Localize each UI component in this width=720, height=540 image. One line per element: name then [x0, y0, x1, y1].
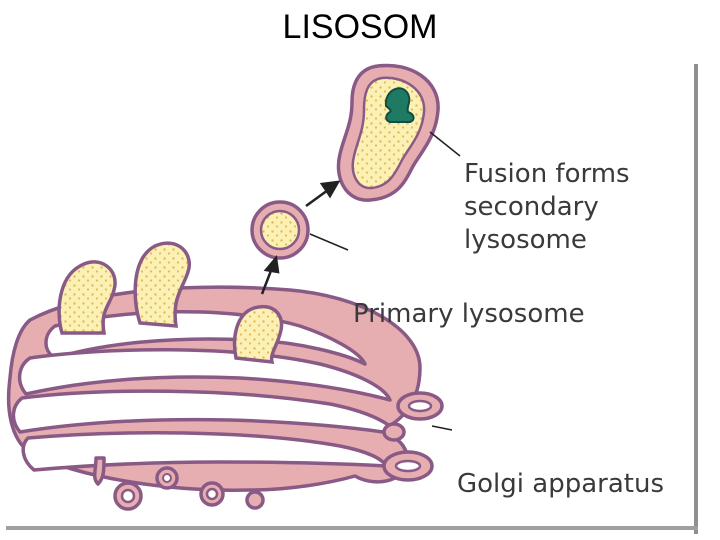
arrow-primary-to-secondary-head — [319, 180, 341, 199]
golgi-ring-right-top-hole — [407, 399, 433, 413]
label-golgi-text: Golgi apparatus — [457, 469, 664, 499]
arrows — [260, 180, 341, 295]
golgi-small-vesicle — [382, 422, 406, 442]
leader-primary — [309, 233, 349, 251]
bud-vesicle-3 — [232, 304, 284, 365]
label-golgi-apparatus: Golgi apparatus — [457, 468, 664, 501]
label-fusion-line-3: lysosome — [464, 225, 587, 255]
label-fusion-line-2: secondary — [464, 192, 599, 222]
vesicle-bottom-3-lumen — [205, 487, 219, 501]
slide-title: LISOSOM — [282, 8, 438, 46]
cisterna-3 — [11, 389, 398, 436]
primary-lysosome-enzymes — [259, 209, 301, 251]
leader-golgi — [431, 425, 453, 431]
diagram-svg — [6, 63, 698, 534]
vesicle-bottom-2-lumen — [162, 473, 172, 483]
label-primary-lysosome: Primary lysosome — [353, 298, 585, 331]
arrow-bud-to-primary-head — [263, 255, 280, 274]
bud-vesicle-1 — [57, 260, 117, 335]
leader-fusion — [429, 131, 461, 157]
golgi-drip — [92, 456, 106, 486]
bud-vesicle-2 — [133, 241, 191, 328]
cisterna-4 — [21, 431, 388, 472]
leader-lines — [309, 131, 461, 431]
label-fusion-forms-secondary-lysosome: Fusion forms secondary lysosome — [464, 158, 630, 257]
frame-shadow-bottom — [6, 526, 698, 530]
cisterna-2 — [17, 348, 392, 402]
frame-shadow-right — [694, 64, 698, 534]
vesicle-bottom-1-lumen — [120, 488, 136, 504]
secondary-lysosome — [336, 63, 440, 202]
engulfed-material — [384, 87, 415, 123]
arrow-bud-to-primary-line — [260, 267, 274, 295]
label-fusion-line-1: Fusion forms — [464, 159, 630, 189]
golgi-ring-right-bottom-hole — [394, 459, 422, 473]
lysosome-diagram: Fusion forms secondary lysosome Primary … — [0, 58, 720, 540]
arrow-primary-to-secondary-line — [305, 188, 329, 208]
primary-lysosome — [250, 200, 310, 260]
golgi-apparatus — [6, 285, 444, 511]
budding-vesicles — [57, 241, 284, 365]
label-primary-text: Primary lysosome — [353, 299, 585, 329]
vesicle-bottom-4 — [245, 490, 265, 510]
